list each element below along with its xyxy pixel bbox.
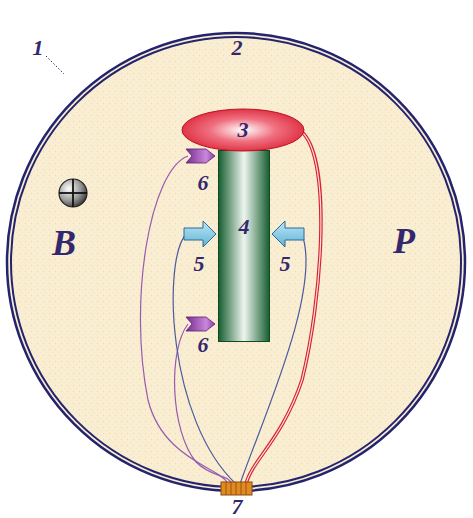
symbol-label: B	[52, 225, 76, 261]
connector	[221, 482, 252, 495]
chamber-wall-inner	[11, 37, 461, 487]
bar-part-outline	[218, 150, 270, 342]
chamber-region	[8, 34, 464, 490]
callout-number: 3	[238, 119, 249, 141]
wire	[140, 156, 228, 484]
callout-number: 6	[198, 334, 209, 356]
callout-number: 7	[232, 496, 243, 518]
field-symbol	[59, 179, 87, 207]
force-arrow	[184, 221, 216, 247]
bar-fill	[219, 151, 270, 342]
connector-pins	[226, 482, 246, 495]
chamber-wall-outer	[7, 33, 465, 491]
callout-number: 1	[33, 37, 44, 59]
bar-part: 4	[218, 150, 270, 342]
clip-electrode	[186, 149, 215, 163]
callout-number: 6	[198, 172, 209, 194]
callout-number: 4	[239, 216, 250, 238]
clip-electrode	[186, 317, 215, 331]
ellipse-fill	[182, 109, 304, 151]
force-arrow	[272, 221, 304, 247]
callout-number: 5	[280, 253, 291, 275]
ellipse-part: 3	[181, 108, 305, 152]
callout-number: 5	[194, 253, 205, 275]
wire	[175, 324, 232, 484]
symbol-label: P	[393, 223, 415, 259]
leader-line	[46, 56, 64, 74]
callout-number: 2	[232, 37, 243, 59]
field-symbol-cross	[72, 179, 74, 207]
